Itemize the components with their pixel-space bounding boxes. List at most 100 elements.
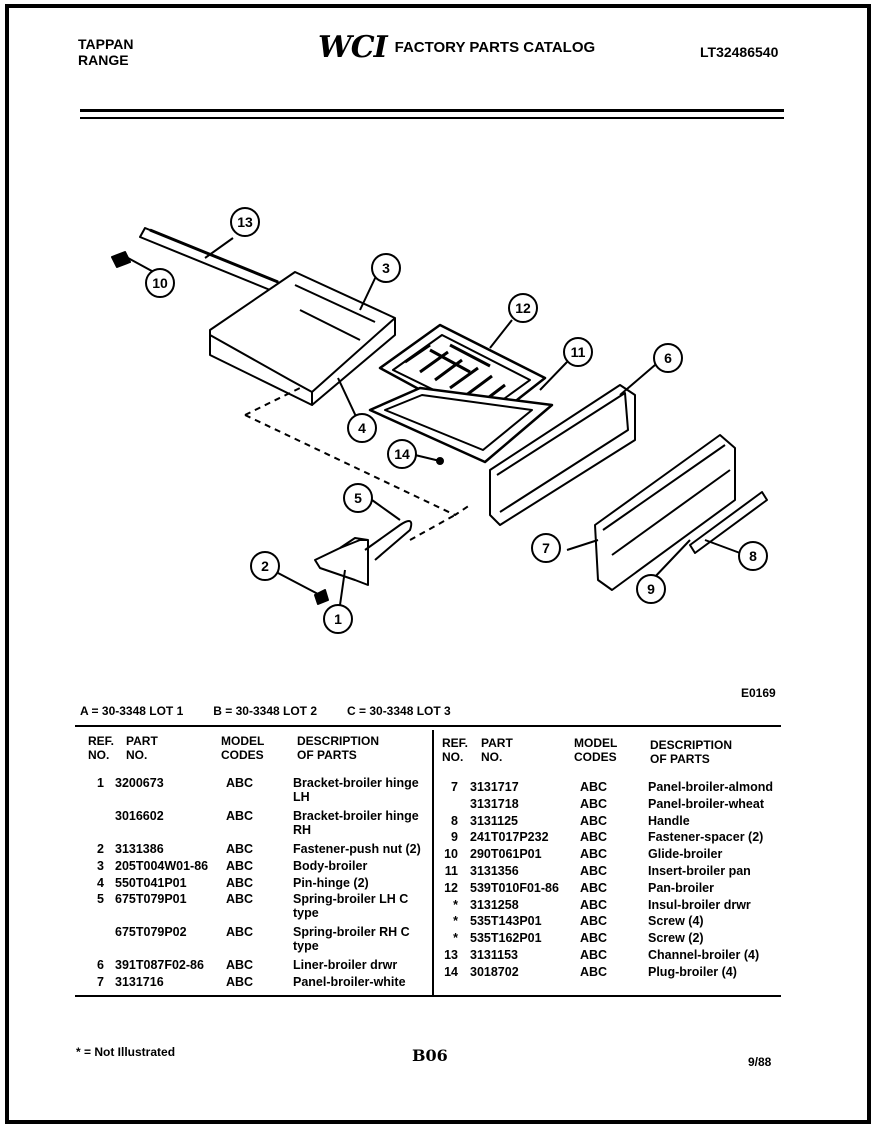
table-cell-desc: Fastener-push nut (2): [293, 842, 421, 856]
table-cell-ref: 14: [444, 964, 458, 979]
svg-text:6: 6: [664, 350, 672, 366]
svg-text:5: 5: [354, 490, 362, 506]
callout-1: 1: [323, 604, 353, 634]
svg-text:14: 14: [394, 446, 410, 462]
svg-text:12: 12: [515, 300, 531, 316]
table-cell-codes: ABC: [226, 858, 254, 873]
table-cell-ref: 11: [444, 864, 458, 878]
catalog-code: LT32486540: [700, 44, 779, 60]
bracket-broiler-hinge-part: [314, 537, 369, 586]
table-cell-ref: *: [453, 897, 458, 912]
exploded-parts-diagram: 13 10 3 12 11 6 4 14 5 7 2 8 9 1: [111, 207, 768, 634]
table-cell-desc: Panel-broiler-wheat: [648, 796, 764, 811]
table-cell-desc: Glide-broiler: [648, 847, 723, 862]
table-cell-desc: Insert-broiler pan: [648, 864, 751, 878]
table-cell-part: 3018702: [470, 964, 519, 979]
svg-text:11: 11: [571, 344, 586, 360]
table-cell-codes: ABC: [226, 925, 254, 940]
svg-text:8: 8: [749, 548, 757, 564]
callout-2: 2: [250, 551, 280, 581]
table-cell-codes: ABC: [226, 809, 254, 823]
table-cell-ref: 2: [97, 842, 104, 856]
header-desc-right: DESCRIPTION OF PARTS: [650, 738, 733, 766]
callout-6: 6: [653, 343, 683, 373]
table-cell-codes: ABC: [226, 958, 254, 973]
push-nut-part: [314, 589, 329, 605]
table-cell-desc: Spring-broiler LH C type: [293, 892, 409, 921]
table-cell-part: 205T004W01-86: [115, 858, 209, 873]
print-date: 9/88: [748, 1055, 772, 1069]
table-cell-part: 3200673: [115, 776, 164, 790]
panel-broiler-part: [594, 434, 736, 591]
table-cell-desc: Pan-broiler: [648, 880, 714, 895]
lot-legend: A = 30-3348 LOT 1 B = 30-3348 LOT 2 C = …: [80, 704, 780, 718]
page-number: B06: [412, 1046, 448, 1065]
table-cell-desc: Channel-broiler (4): [648, 948, 760, 962]
brand-line2: RANGE: [78, 52, 129, 68]
brand-block: TAPPAN RANGE: [78, 36, 133, 68]
table-cell-desc: Screw (2): [648, 931, 704, 946]
table-cell-ref: 3: [97, 858, 104, 873]
svg-text:13: 13: [237, 214, 253, 230]
table-cell-ref: 7: [451, 780, 458, 794]
table-cell-part: 3131386: [115, 842, 164, 856]
table-cell-desc: Panel-broiler-almond: [648, 780, 774, 794]
table-cell-desc: Body-broiler: [293, 858, 368, 873]
table-cell-codes: ABC: [580, 948, 608, 962]
table-cell-codes: ABC: [580, 780, 608, 794]
table-cell-part: 535T143P01: [470, 914, 542, 929]
table-cell-desc: Bracket-broiler hinge RH: [293, 809, 419, 837]
table-cell-codes: ABC: [580, 880, 608, 895]
svg-text:10: 10: [152, 275, 168, 291]
table-cell-codes: ABC: [580, 864, 608, 878]
table-cell-part: 3131258: [470, 897, 519, 912]
table-cell-desc: Handle: [648, 813, 690, 828]
lot-c: C = 30-3348 LOT 3: [347, 704, 451, 718]
table-cell-part: 3131153: [470, 948, 518, 962]
table-cell-ref: *: [453, 914, 458, 929]
table-cell-ref: 9: [451, 830, 458, 845]
callout-9: 9: [636, 574, 666, 604]
insert-broiler-pan-part: [368, 386, 554, 464]
table-cell-codes: ABC: [580, 796, 608, 811]
header-desc-left: DESCRIPTION OF PARTS: [297, 734, 380, 762]
table-cell-part: 675T079P01: [115, 892, 187, 907]
table-cell-codes: ABC: [580, 931, 608, 946]
catalog-title: FACTORY PARTS CATALOG: [394, 39, 596, 56]
callout-3: 3: [371, 253, 401, 283]
table-cell-ref: 13: [444, 948, 458, 962]
diagram-code: E0169: [741, 686, 776, 700]
table-cell-part: 3016602: [115, 809, 164, 823]
table-cell-desc: Spring-broiler RH C type: [293, 925, 410, 954]
header-part-left: PART NO.: [126, 734, 158, 762]
svg-text:3: 3: [382, 260, 390, 276]
table-cell-desc: Insul-broiler drwr: [648, 897, 751, 912]
table-cell-ref: 5: [97, 892, 104, 907]
table-cell-ref: 8: [451, 813, 458, 828]
wci-logo: WCI: [318, 30, 388, 65]
callout-11: 11: [563, 337, 593, 367]
table-cell-part: 3131717: [470, 780, 519, 794]
header-ref-right: REF. NO.: [442, 736, 469, 764]
table-cell-ref: 10: [444, 847, 458, 862]
body-broiler-part: [209, 271, 396, 406]
header-rule-thin: [80, 117, 784, 119]
table-cell-codes: ABC: [580, 964, 608, 979]
glide-broiler-part: [111, 251, 131, 268]
table-cell-desc: Bracket-broiler hinge LH: [293, 776, 419, 804]
svg-text:9: 9: [647, 581, 655, 597]
table-cell-codes: ABC: [580, 847, 608, 862]
header-ref-left: REF. NO.: [88, 734, 115, 762]
svg-text:1: 1: [334, 611, 342, 627]
table-cell-part: 535T162P01: [470, 931, 542, 946]
svg-text:7: 7: [542, 540, 550, 556]
callout-7: 7: [531, 533, 561, 563]
header-rule-thick: [80, 109, 784, 112]
header-codes-left: MODEL CODES: [221, 734, 265, 762]
page-border: [5, 4, 871, 1124]
table-cell-codes: ABC: [226, 776, 254, 790]
table-cell-codes: ABC: [580, 813, 608, 828]
table-cell-desc: Screw (4): [648, 914, 704, 929]
table-cell-desc: Fastener-spacer (2): [648, 830, 764, 845]
svg-text:4: 4: [358, 420, 366, 436]
